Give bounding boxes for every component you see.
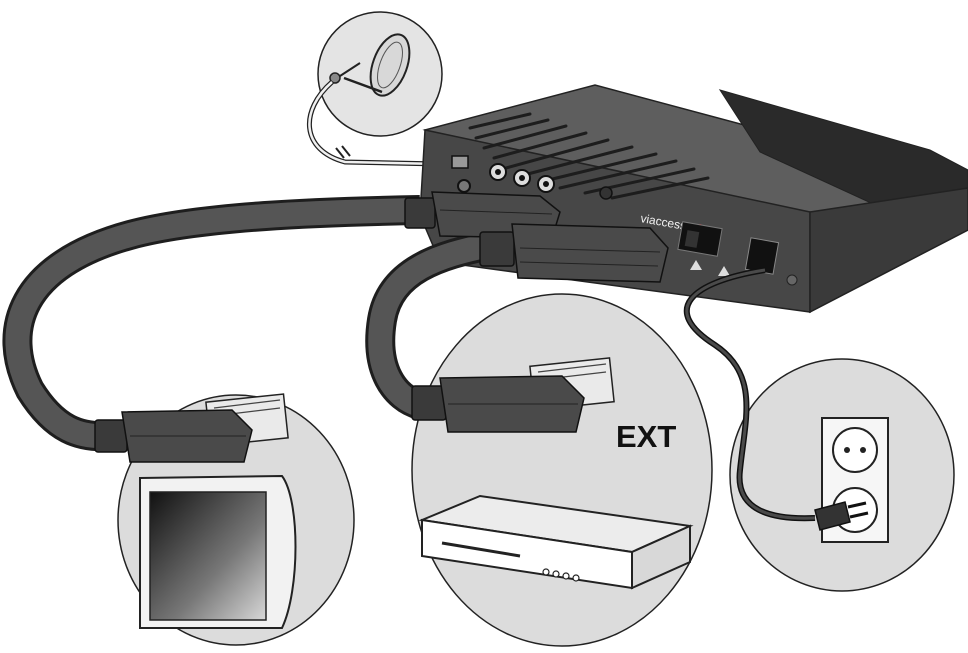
tv-icon — [139, 474, 297, 629]
scart-plug-ext — [411, 357, 615, 433]
coax-cable — [307, 80, 461, 167]
scart-cable-ext — [365, 230, 493, 420]
dvd-circle — [411, 293, 713, 647]
scart-connector-icon — [404, 191, 669, 283]
power-plug-icon — [814, 501, 869, 531]
satellite-dish-icon — [329, 33, 411, 97]
ext-label: EXT — [616, 419, 676, 454]
receiver-vents — [468, 112, 710, 200]
rca-jacks — [457, 163, 613, 200]
dvd-player-icon — [418, 494, 694, 590]
scart-cable-tv — [2, 195, 421, 452]
power-switch — [677, 221, 723, 257]
power-cable — [683, 267, 816, 522]
scart-plug-tv — [94, 393, 289, 463]
